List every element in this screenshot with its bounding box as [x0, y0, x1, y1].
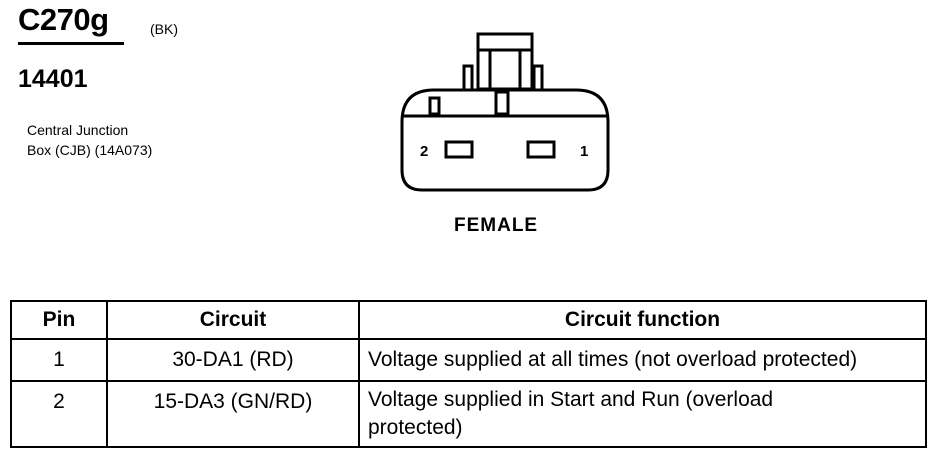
- cell-circuit: 30-DA1 (RD): [106, 338, 360, 382]
- cell-circuit-function: Voltage supplied in Start and Run (overl…: [358, 380, 927, 448]
- location-line-2: Box (CJB) (14A073): [27, 142, 153, 158]
- header-circuit: Circuit: [106, 300, 360, 340]
- connector-id: C270g: [18, 2, 109, 37]
- cell-circuit-function: Voltage supplied at all times (not overl…: [358, 338, 927, 382]
- location-line-1: Central Junction: [27, 122, 129, 138]
- pin-cavity-1: [526, 140, 556, 159]
- pin-label-1: 1: [580, 143, 588, 160]
- table-header-row: Pin Circuit Circuit function: [10, 300, 927, 340]
- connector-location: Central Junction Box (CJB) (14A073): [27, 120, 152, 160]
- connector-key: [428, 96, 441, 116]
- pin-label-2: 2: [420, 143, 428, 160]
- cell-pin: 1: [10, 338, 108, 382]
- table-row: 1 30-DA1 (RD) Voltage supplied at all ti…: [10, 338, 927, 382]
- pin-table: Pin Circuit Circuit function 1 30-DA1 (R…: [10, 300, 927, 448]
- pin-cavity-2: [444, 140, 474, 159]
- cell-circuit: 15-DA3 (GN/RD): [106, 380, 360, 448]
- connector-latch: [462, 32, 544, 116]
- connector-id-underline: [18, 42, 124, 45]
- table-row: 2 15-DA3 (GN/RD) Voltage supplied in Sta…: [10, 380, 927, 448]
- color-code: (BK): [150, 21, 178, 37]
- connector-face-diagram: 2 1: [400, 32, 610, 192]
- part-number: 14401: [18, 65, 88, 93]
- connector-body-outline: [400, 88, 610, 192]
- cell-pin: 2: [10, 380, 108, 448]
- header-circuit-function: Circuit function: [358, 300, 927, 340]
- header-pin: Pin: [10, 300, 108, 340]
- connector-gender-label: FEMALE: [454, 215, 539, 236]
